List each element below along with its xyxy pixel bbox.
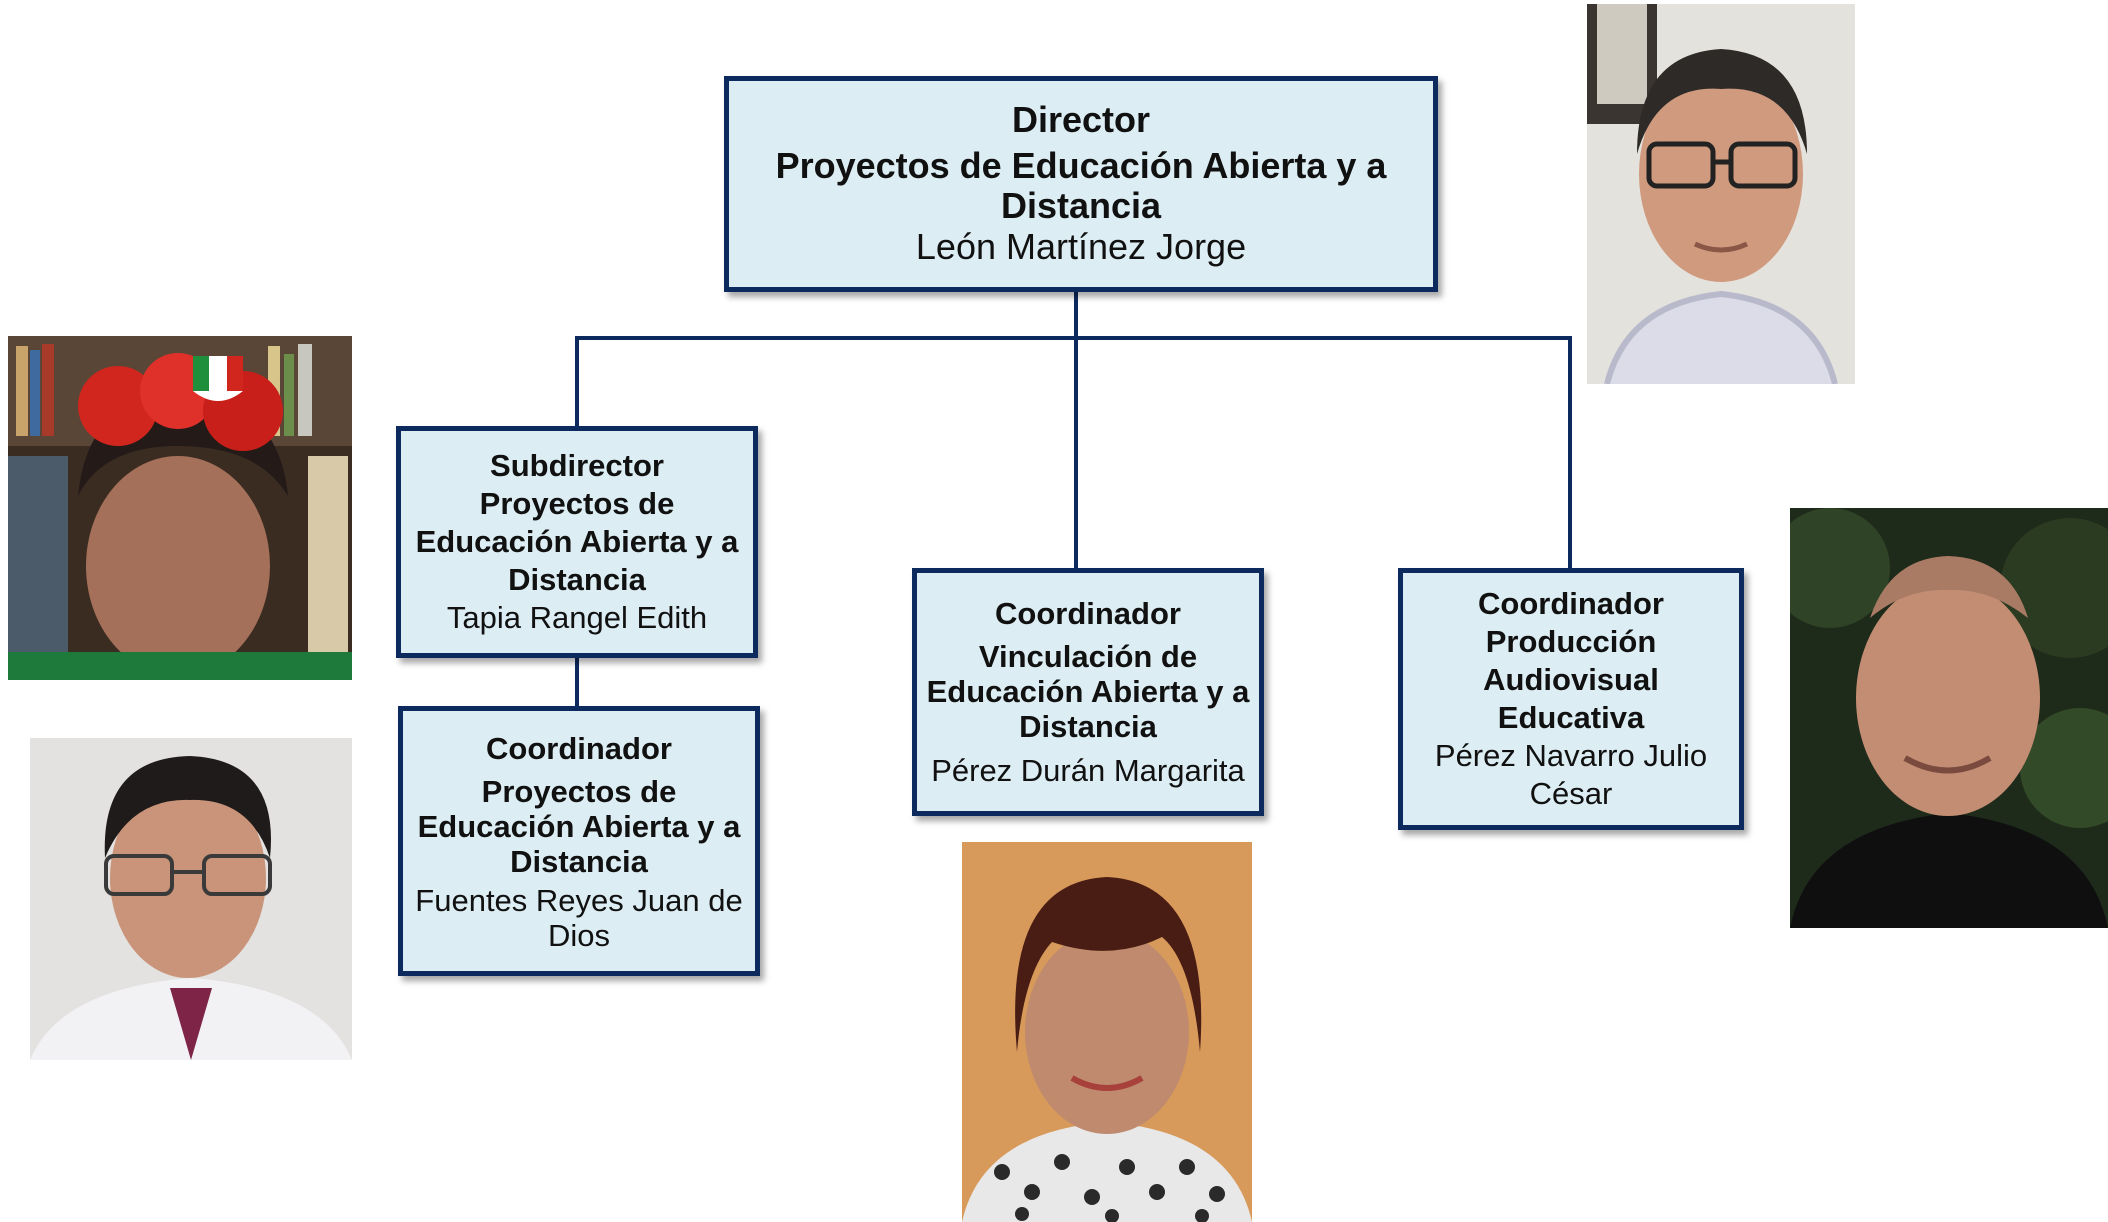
director-role: Director bbox=[1011, 99, 1151, 140]
coord-produccion-photo bbox=[1790, 508, 2108, 928]
subdirector-photo bbox=[8, 336, 352, 680]
coord-produccion-person: Pérez Navarro Julio César bbox=[1434, 738, 1708, 811]
subdirector-area: Proyectos de Educación Abierta y a Dista… bbox=[415, 486, 739, 597]
coord-vinculacion-role: Coordinador bbox=[995, 595, 1181, 631]
director-box: Director Proyectos de Educación Abierta … bbox=[724, 76, 1438, 292]
coord-vinculacion-area: Vinculación de Educación Abierta y a Dis… bbox=[926, 638, 1250, 744]
coord-proyectos-area: Proyectos de Educación Abierta y a Dista… bbox=[417, 773, 741, 879]
connector-horizontal bbox=[575, 336, 1572, 340]
coord-produccion-role: Coordinador bbox=[1478, 586, 1664, 621]
coord-vinculacion-photo bbox=[962, 842, 1252, 1222]
coord-proyectos-role: Coordinador bbox=[486, 730, 672, 766]
coord-proyectos-person: Fuentes Reyes Juan de Dios bbox=[415, 882, 743, 953]
coord-vinculacion-person: Pérez Durán Margarita bbox=[931, 752, 1245, 788]
coord-produccion-area: Producción Audiovisual Educativa bbox=[1483, 624, 1659, 735]
connector-sub-to-coord bbox=[575, 654, 579, 710]
coord-proyectos-box: Coordinador Proyectos de Educación Abier… bbox=[398, 706, 760, 976]
director-photo bbox=[1587, 4, 1855, 384]
director-area: Proyectos de Educación Abierta y a Dista… bbox=[775, 145, 1387, 226]
subdirector-person: Tapia Rangel Edith bbox=[446, 600, 708, 635]
connector-director-down bbox=[1074, 290, 1078, 340]
coord-proyectos-photo bbox=[30, 738, 352, 1060]
subdirector-role: Subdirector bbox=[490, 448, 664, 483]
connector-produccion bbox=[1568, 336, 1572, 570]
connector-subdirector bbox=[575, 336, 579, 428]
director-person: León Martínez Jorge bbox=[915, 226, 1247, 267]
coord-vinculacion-box: Coordinador Vinculación de Educación Abi… bbox=[912, 568, 1264, 816]
connector-vinculacion bbox=[1074, 336, 1078, 570]
coord-produccion-box: Coordinador Producción Audiovisual Educa… bbox=[1398, 568, 1744, 830]
subdirector-box: Subdirector Proyectos de Educación Abier… bbox=[396, 426, 758, 658]
